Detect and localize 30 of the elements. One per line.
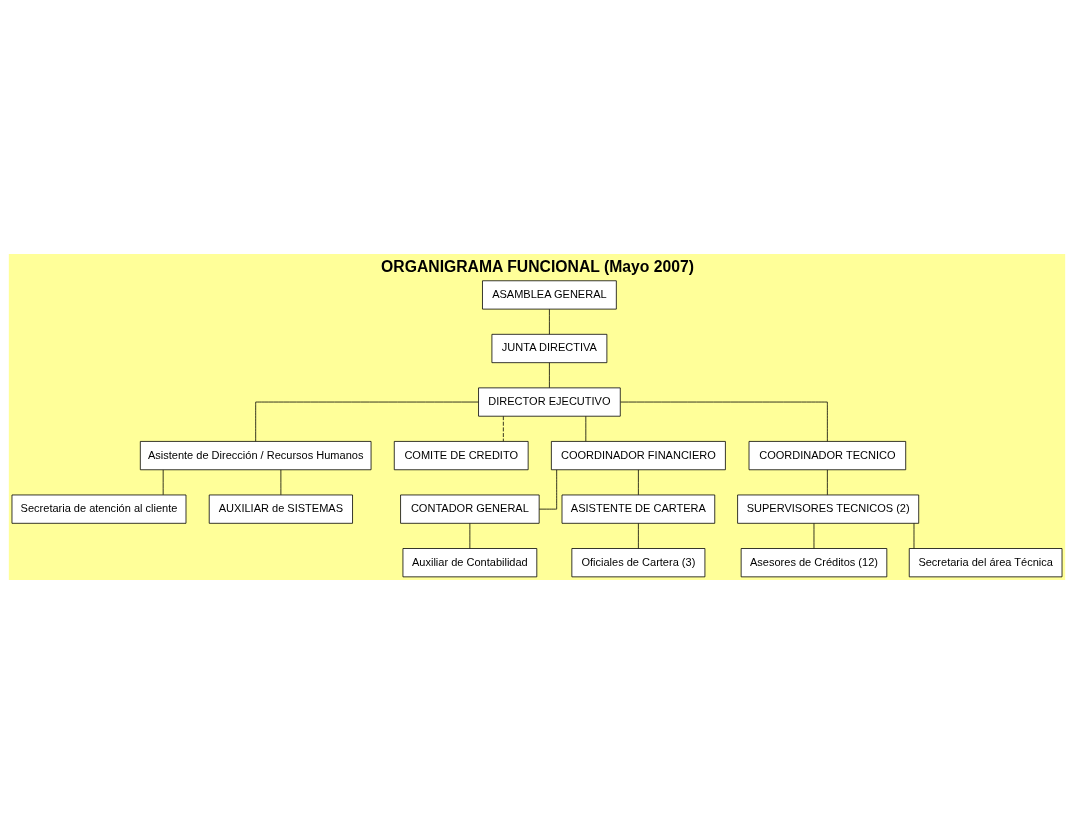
connector — [549, 362, 550, 389]
connector — [620, 401, 828, 442]
node-box: JUNTA DIRECTIVA — [491, 333, 608, 364]
node-box: Secretaria del área Técnica — [908, 548, 1063, 578]
diagram-title: ORGANIGRAMA FUNCIONAL (Mayo 2007) — [381, 258, 695, 276]
node-box: Oficiales de Cartera (3) — [571, 548, 706, 578]
node-box: Asesores de Créditos (12) — [740, 548, 888, 578]
node-box: CONTADOR GENERAL — [400, 494, 540, 524]
connector — [469, 523, 471, 549]
connector — [502, 416, 504, 442]
node-box: Secretaria de atención al cliente — [11, 494, 187, 524]
connector — [585, 416, 587, 442]
connector — [826, 469, 828, 496]
connector — [538, 469, 558, 510]
node-box: ASAMBLEA GENERAL — [482, 280, 617, 310]
node-box: SUPERVISORES TECNICOS (2) — [737, 494, 920, 524]
connector — [549, 308, 550, 335]
node-box: COMITE DE CREDITO — [393, 441, 529, 471]
connector — [638, 469, 639, 496]
node-box: ASISTENTE DE CARTERA — [561, 494, 716, 524]
node-box: AUXILIAR de SISTEMAS — [208, 494, 353, 524]
connector — [913, 523, 915, 549]
node-box: DIRECTOR EJECUTIVO — [478, 387, 621, 417]
connector — [813, 523, 815, 549]
node-box: COORDINADOR TECNICO — [748, 441, 907, 471]
node-box: Auxiliar de Contabilidad — [402, 548, 538, 578]
connector — [255, 401, 479, 442]
connector — [638, 523, 639, 549]
node-box: Asistente de Dirección / Recursos Humanos — [139, 441, 372, 471]
node-box: COORDINADOR FINANCIERO — [550, 441, 726, 471]
